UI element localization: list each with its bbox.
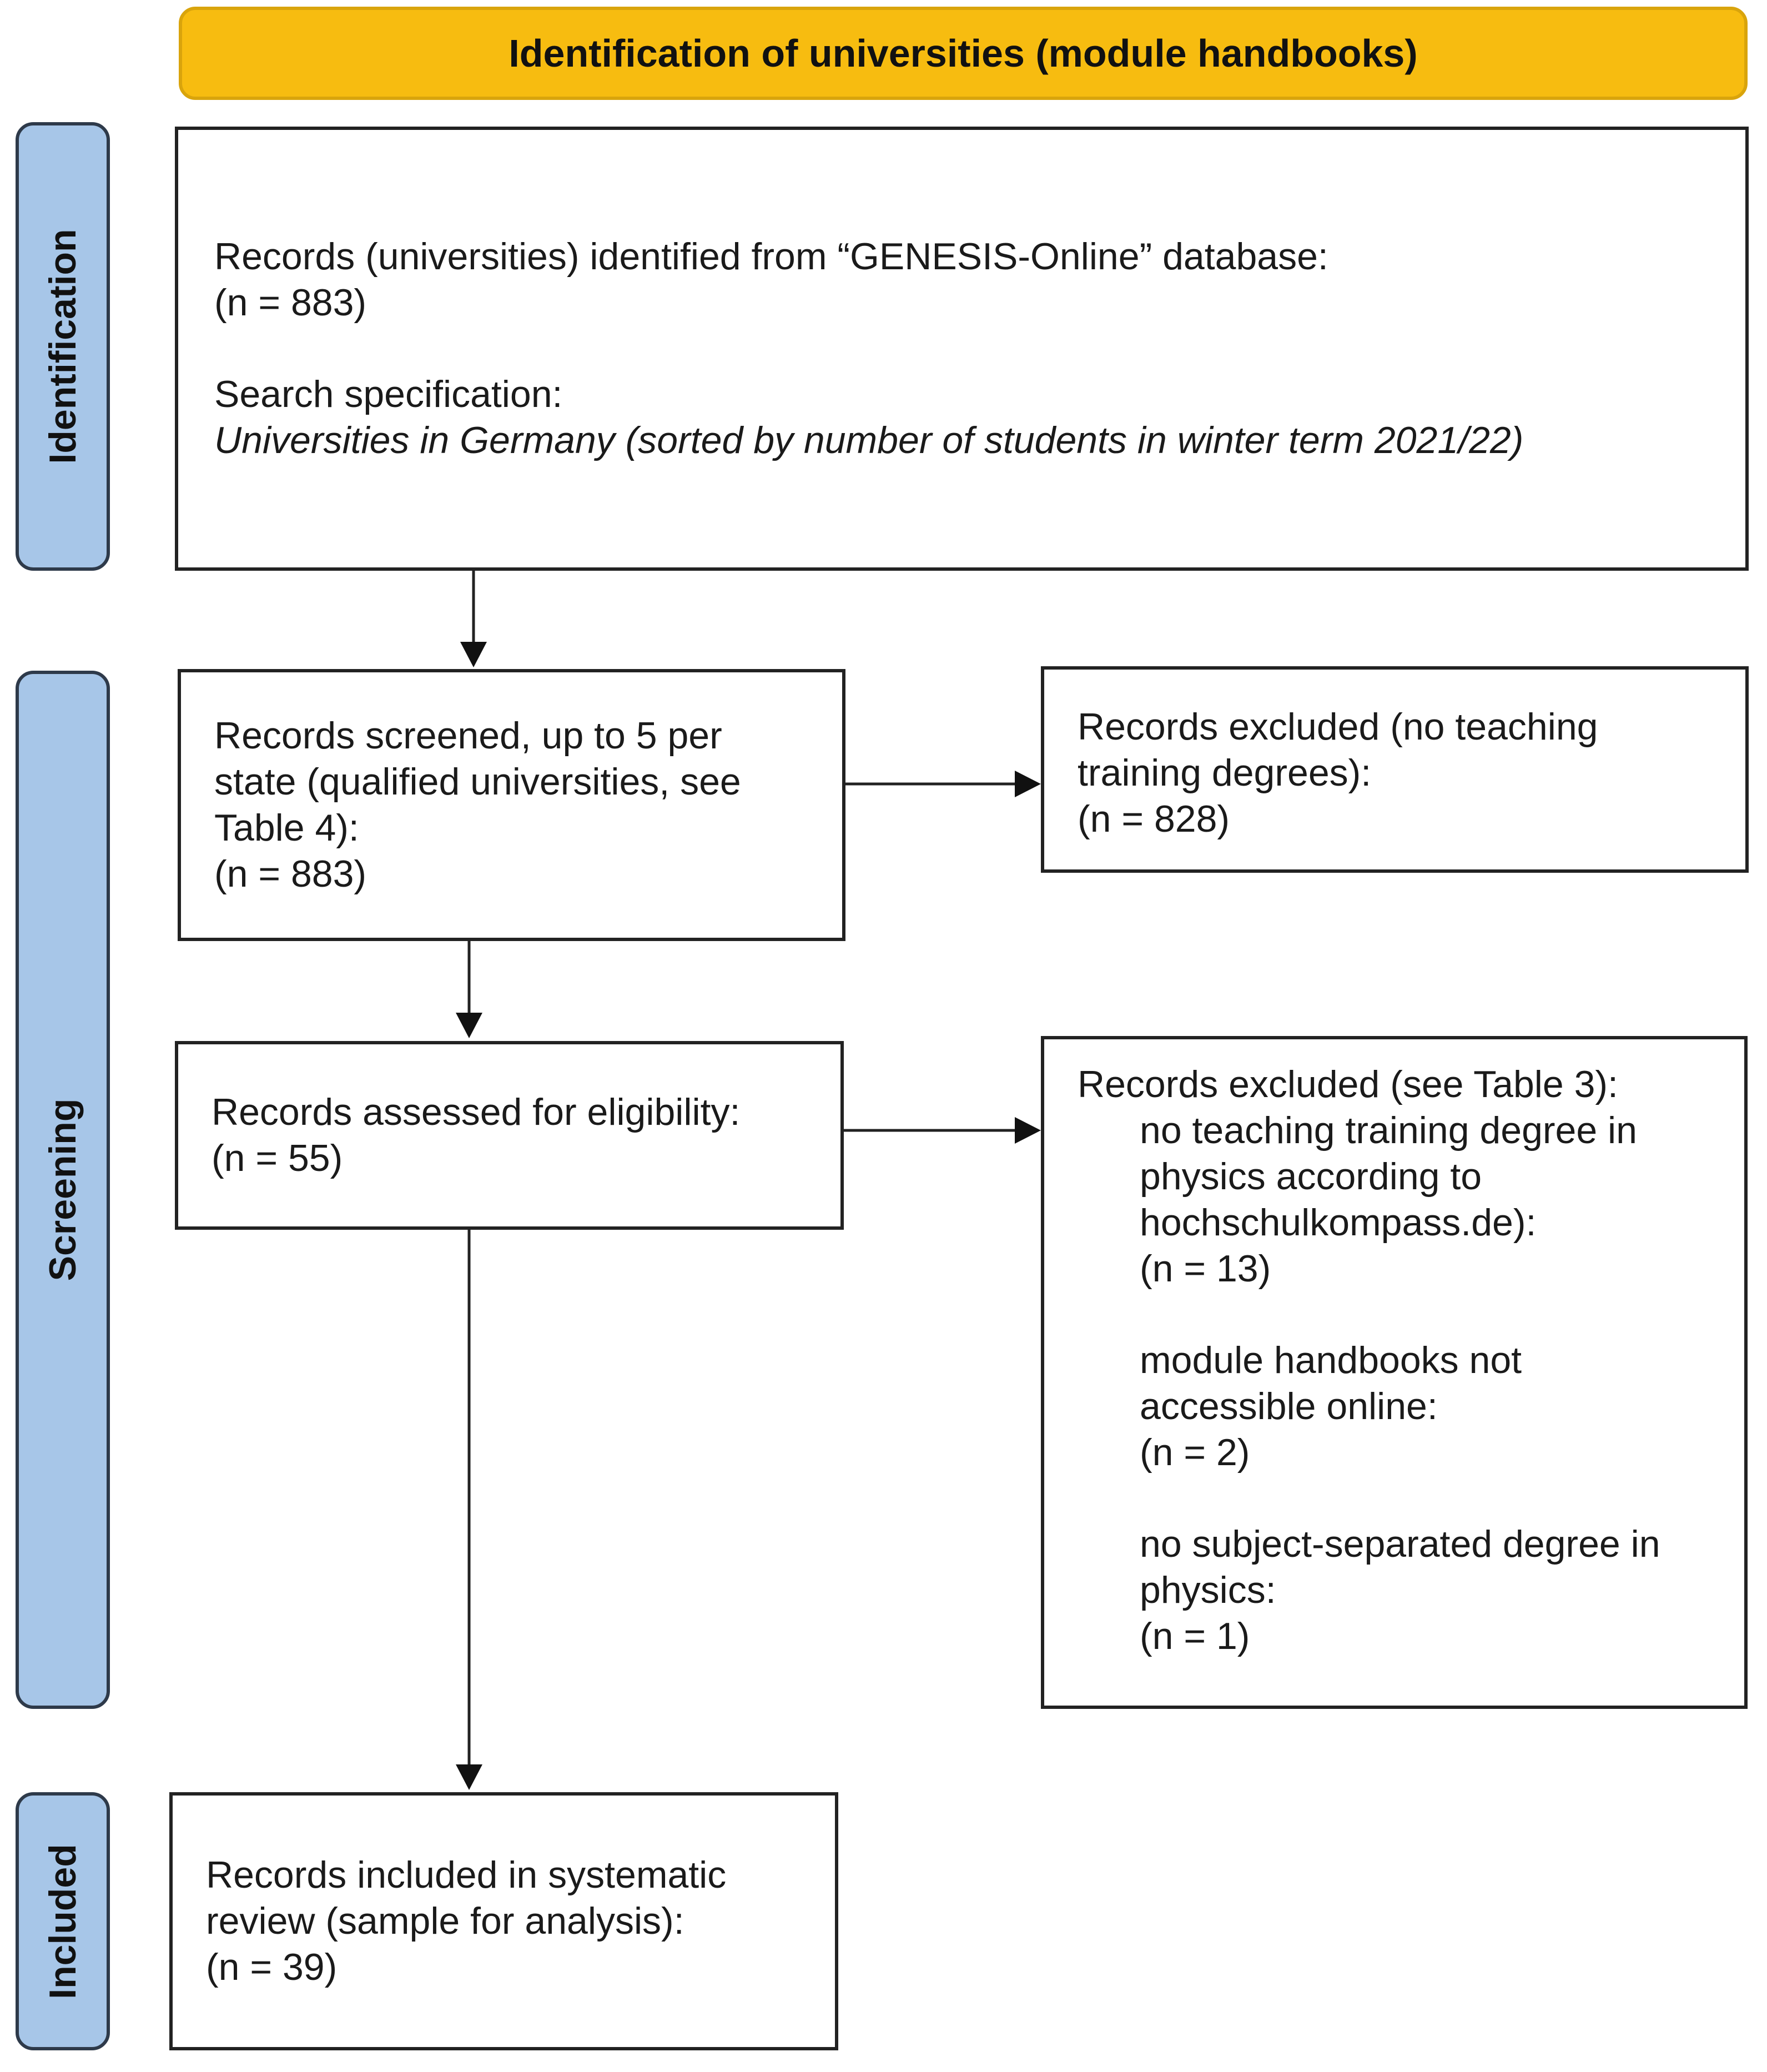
- screened-box: Records screened, up to 5 per state (qua…: [178, 669, 845, 941]
- screened-text-line-2: state (qualified universities, see: [214, 761, 741, 803]
- excluded-2-heading: Records excluded (see Table 3):: [1078, 1063, 1618, 1105]
- arrowhead-down-3: [456, 1764, 482, 1790]
- phase-screening: Screening: [16, 671, 110, 1709]
- screened-count: (n = 883): [214, 852, 367, 895]
- included-count: (n = 39): [206, 1945, 338, 1988]
- reason-1-line-2: physics according to: [1140, 1155, 1482, 1198]
- excluded-1-count: (n = 828): [1078, 797, 1230, 840]
- arrowhead-down-1: [460, 642, 487, 667]
- arrowhead-right-2: [1015, 1117, 1041, 1144]
- eligibility-box: Records assessed for eligibility: (n = 5…: [175, 1041, 844, 1230]
- included-box: Records included in systematic review (s…: [169, 1792, 838, 2050]
- arrowhead-right-1: [1015, 771, 1041, 797]
- reason-2-line-1: module handbooks not: [1140, 1339, 1522, 1381]
- phase-identification: Identification: [16, 122, 110, 571]
- arrowhead-down-2: [456, 1013, 482, 1038]
- search-specification-label: Search specification:: [214, 373, 563, 415]
- identification-source-text: Records (universities) identified from “…: [214, 235, 1328, 278]
- reason-1-line-3: hochschulkompass.de):: [1140, 1201, 1537, 1244]
- screened-text-line-1: Records screened, up to 5 per: [214, 715, 722, 757]
- reason-3-line-1: no subject-separated degree in: [1140, 1522, 1660, 1565]
- reason-2-line-2: accessible online:: [1140, 1385, 1438, 1427]
- reason-3-line-2: physics:: [1140, 1568, 1276, 1611]
- exclusion-reason-no-degree: no teaching training degree in physics a…: [1078, 1108, 1711, 1659]
- reason-1-line-1: no teaching training degree in: [1140, 1109, 1637, 1151]
- identification-count: (n = 883): [214, 281, 367, 324]
- included-text-line-2: review (sample for analysis):: [206, 1900, 684, 1943]
- reason-1-count: (n = 13): [1140, 1247, 1271, 1290]
- eligibility-count: (n = 55): [212, 1137, 343, 1179]
- excluded-1-text-line-1: Records excluded (no teaching: [1078, 706, 1598, 748]
- phase-included: Included: [16, 1792, 110, 2050]
- search-specification-text: Universities in Germany (sorted by numbe…: [214, 419, 1524, 461]
- header-title: Identification of universities (module h…: [509, 32, 1418, 75]
- reason-3-count: (n = 1): [1140, 1615, 1250, 1657]
- excluded-box-2: Records excluded (see Table 3): no teach…: [1041, 1036, 1748, 1709]
- identification-box: Records (universities) identified from “…: [175, 127, 1749, 571]
- included-text-line-1: Records included in systematic: [206, 1854, 727, 1897]
- screened-text-line-3: Table 4):: [214, 807, 359, 849]
- eligibility-text: Records assessed for eligibility:: [212, 1091, 741, 1134]
- excluded-box-1: Records excluded (no teaching training d…: [1041, 666, 1749, 873]
- header-banner: Identification of universities (module h…: [179, 7, 1748, 100]
- reason-2-count: (n = 2): [1140, 1431, 1250, 1473]
- excluded-1-text-line-2: training degrees):: [1078, 751, 1372, 794]
